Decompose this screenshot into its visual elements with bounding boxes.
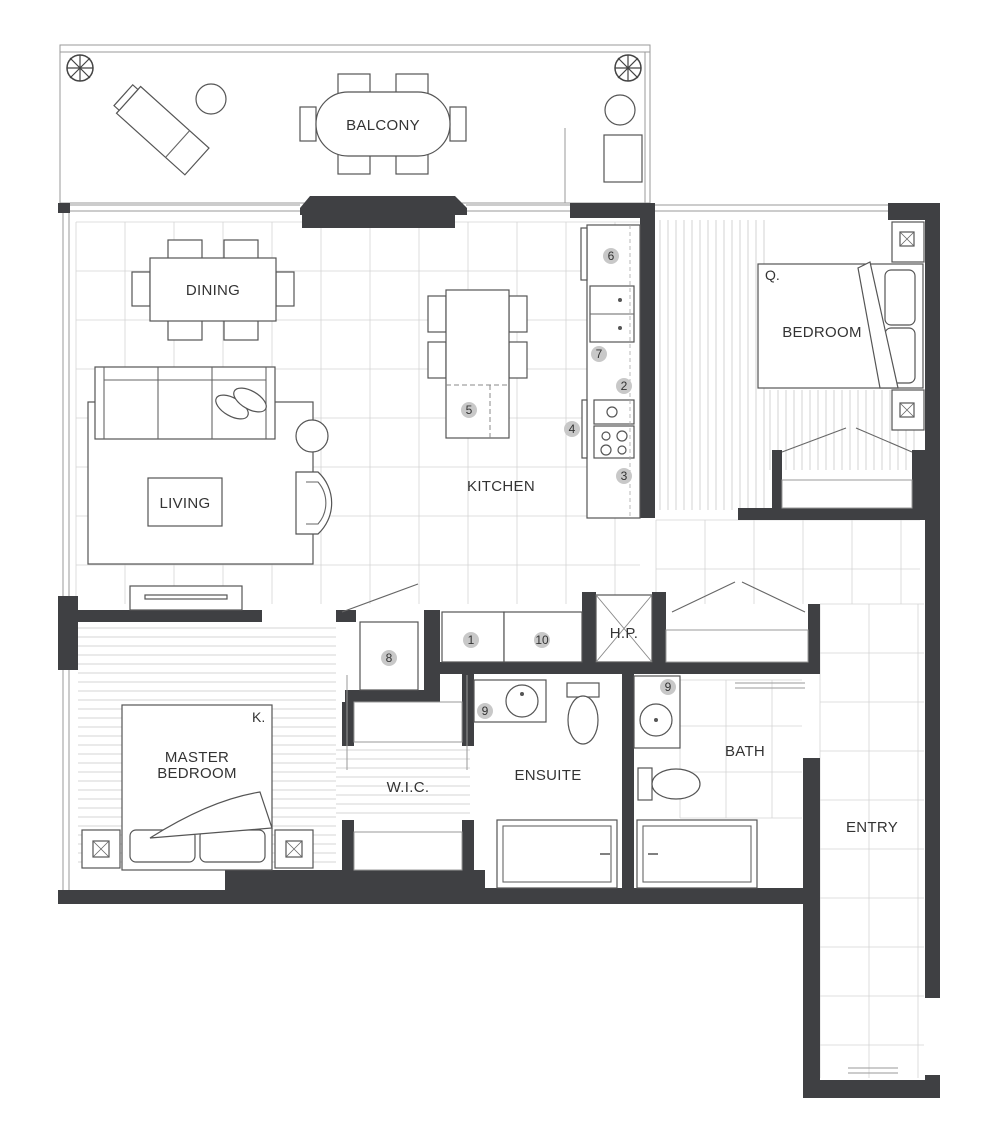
- queen-bed-size: Q.: [765, 267, 780, 283]
- callout-1: 1: [463, 632, 479, 648]
- callout-number: 9: [665, 680, 672, 694]
- callout-4: 4: [564, 421, 580, 437]
- callout-marker: [616, 378, 632, 394]
- wic-label: W.I.C.: [387, 779, 430, 796]
- callout-number: 5: [466, 403, 473, 417]
- laundry-fixtures: [441, 581, 809, 663]
- dining-label: DINING: [186, 282, 240, 299]
- callout-number: 4: [569, 422, 576, 436]
- callout-marker: [477, 703, 493, 719]
- callout-marker: [381, 650, 397, 666]
- callout-9: 9: [477, 703, 493, 719]
- kitchen-counter: [580, 224, 641, 519]
- toilet-icon: [566, 682, 600, 698]
- callout-number: 8: [386, 651, 393, 665]
- callout-3: 3: [616, 468, 632, 484]
- callout-9: 9: [660, 679, 676, 695]
- master-label-line2: BEDROOM: [157, 765, 237, 782]
- callout-10: 10: [534, 632, 550, 648]
- king-bed-size: K.: [252, 709, 265, 725]
- microwave-icon: [593, 399, 635, 425]
- callout-number: 10: [535, 633, 549, 647]
- balcony-label: BALCONY: [346, 117, 420, 134]
- ensuite-label: ENSUITE: [514, 767, 581, 784]
- bath-label: BATH: [725, 743, 765, 760]
- living-furniture: [87, 366, 333, 611]
- fixture-callouts: 1 2 3 4 5 6 7 8 9 9 10: [381, 248, 676, 719]
- bedroom-label: BEDROOM: [782, 324, 862, 341]
- callout-7: 7: [591, 346, 607, 362]
- cooktop-icon: [593, 425, 635, 459]
- callout-5: 5: [461, 402, 477, 418]
- callout-6: 6: [603, 248, 619, 264]
- callout-marker: [616, 468, 632, 484]
- toilet-icon: [637, 767, 653, 801]
- kitchen-label: KITCHEN: [467, 478, 535, 495]
- dining-table-icon: [131, 239, 295, 341]
- hp-label: H.P.: [610, 625, 638, 642]
- callout-8: 8: [381, 650, 397, 666]
- callout-number: 7: [596, 347, 603, 361]
- master-bedroom-furniture: [81, 704, 314, 871]
- callout-number: 2: [621, 379, 628, 393]
- callout-2: 2: [616, 378, 632, 394]
- callout-marker: [463, 632, 479, 648]
- side-table-icon: [195, 83, 227, 115]
- callout-marker: [564, 421, 580, 437]
- entry-label: ENTRY: [846, 819, 898, 836]
- bath-fixtures: [633, 675, 805, 889]
- lounge-chair-icon: [113, 83, 210, 176]
- callout-marker: [591, 346, 607, 362]
- kitchen-island-icon: [427, 289, 528, 439]
- master-label-line1: MASTER: [165, 749, 229, 766]
- balcony-area: BALCONY: [59, 44, 651, 204]
- living-label: LIVING: [160, 495, 211, 512]
- entry-floor-grid: [819, 603, 924, 1078]
- entry-fixtures: [848, 1067, 898, 1074]
- balcony-table-icon: [299, 73, 467, 175]
- callout-marker: [534, 632, 550, 648]
- ensuite-fixtures: [473, 679, 618, 889]
- bedroom-furniture: [757, 221, 925, 509]
- window-lines: [62, 204, 888, 890]
- callout-number: 3: [621, 469, 628, 483]
- callout-marker: [660, 679, 676, 695]
- callout-number: 1: [468, 633, 475, 647]
- balcony-chair-icon: [603, 134, 643, 183]
- side-table-icon: [604, 94, 636, 126]
- plant-icon: [614, 54, 642, 82]
- callout-marker: [461, 402, 477, 418]
- callout-number: 9: [482, 704, 489, 718]
- callout-number: 6: [608, 249, 615, 263]
- walls: [58, 196, 940, 1098]
- plant-icon: [66, 54, 94, 82]
- callout-marker: [603, 248, 619, 264]
- bathtub-icon: [496, 819, 618, 889]
